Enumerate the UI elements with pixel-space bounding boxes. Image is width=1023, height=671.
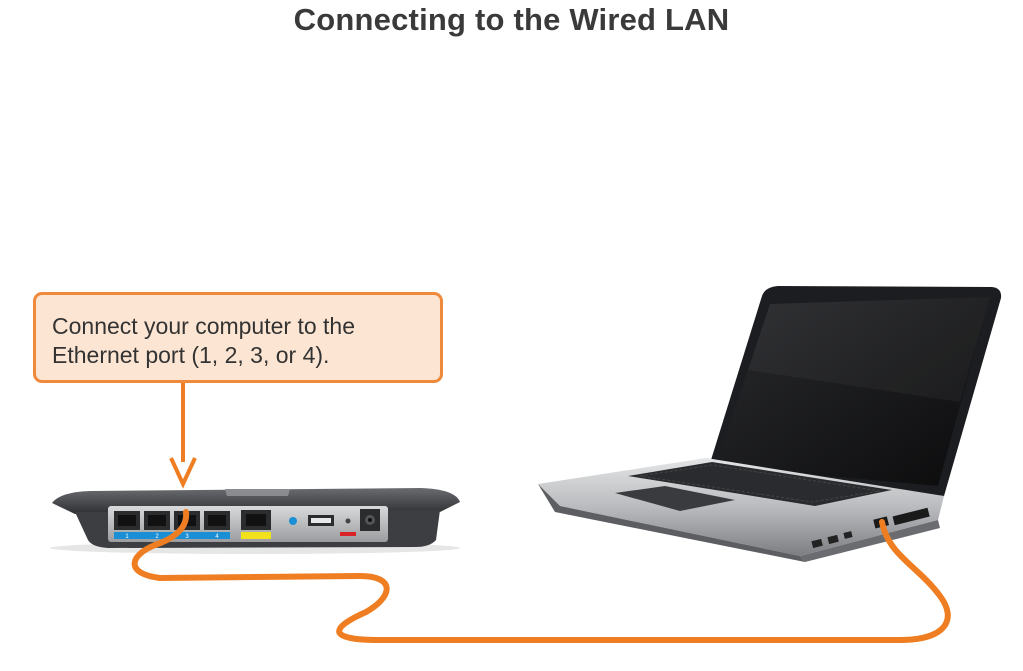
instruction-callout: Connect your computer to the Ethernet po… — [33, 292, 443, 383]
port-label-1: 1 — [125, 534, 129, 540]
callout-text-line-2: Ethernet port (1, 2, 3, or 4). — [52, 342, 330, 368]
reset-button-icon — [345, 518, 351, 524]
laptop-side-ports — [811, 507, 930, 549]
internet-port — [241, 510, 271, 539]
callout-arrow — [169, 383, 197, 489]
port-label-3: 3 — [185, 534, 189, 540]
keyboard — [628, 462, 892, 506]
wireless-router: 1 2 3 4 — [50, 488, 460, 554]
callout-text-line-1: Connect your computer to the — [52, 313, 355, 339]
laptop — [538, 286, 1002, 562]
ethernet-cable — [131, 509, 951, 643]
usb-port — [308, 515, 334, 526]
power-jack — [360, 509, 380, 531]
diagram-title: Connecting to the Wired LAN — [293, 2, 730, 37]
port-label-4: 4 — [215, 534, 219, 540]
wps-button-icon — [289, 517, 297, 525]
port-number-labels: 1 2 3 4 — [125, 534, 219, 540]
port-label-2: 2 — [155, 534, 159, 540]
touchpad — [615, 486, 735, 511]
